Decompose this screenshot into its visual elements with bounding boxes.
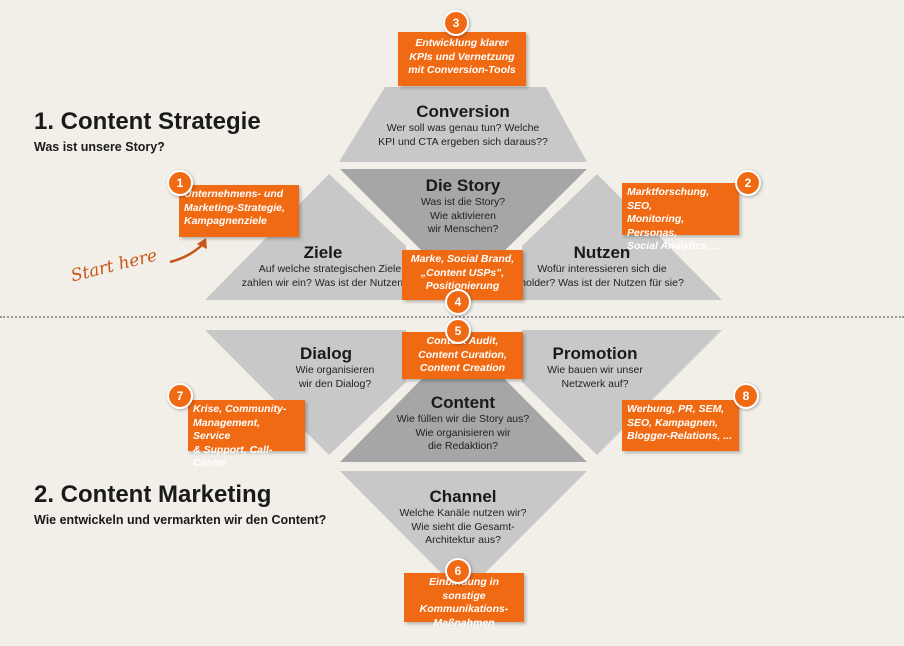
- box-7-line-1: Krise, Community-: [193, 403, 287, 415]
- box-6-line-3: Maßnahmen: [433, 616, 495, 629]
- box-3: Entwicklung klarer KPIs und Vernetzung m…: [398, 32, 526, 86]
- channel-shape: [340, 471, 587, 595]
- box-4-line-2: „Content USPs",: [420, 266, 505, 279]
- story-title: Die Story: [425, 176, 501, 195]
- box-8-line-1: Werbung, PR, SEM,: [627, 403, 725, 415]
- channel-desc-1: Welche Kanäle nutzen wir?: [399, 507, 527, 519]
- box-2-line-1: Marktforschung, SEO,: [627, 186, 710, 212]
- dialog-desc-2: wir den Dialog?: [298, 377, 372, 390]
- promotion-label: Promotion Wie bauen wir unser Netzwerk a…: [527, 344, 663, 391]
- nutzen-desc-2: holder? Was ist der Nutzen für sie?: [520, 276, 684, 289]
- box-5-line-2: Content Curation,: [418, 348, 507, 361]
- dialog-shape: [205, 330, 406, 455]
- box-1-line-1: Unternehmens- und: [184, 188, 284, 200]
- nutzen-desc-1: Wofür interessieren sich die: [537, 263, 667, 275]
- box-3-line-2: KPIs und Vernetzung: [409, 50, 515, 63]
- content-desc-3: die Redaktion?: [427, 440, 499, 452]
- badge-4: 4: [445, 289, 471, 315]
- dialog-desc-1: Wie organisieren: [295, 364, 375, 376]
- conversion-shape: [339, 87, 587, 162]
- box-4-line-1: Marke, Social Brand,: [410, 253, 515, 265]
- start-arrow: [169, 242, 205, 264]
- box-5: Content Audit, Content Curation, Content…: [402, 332, 523, 379]
- box-3-line-1: Entwicklung klarer: [415, 37, 509, 49]
- box-2-line-2: Monitoring, Personas,: [627, 213, 685, 239]
- dialog-label: Dialog Wie organisieren wir den Dialog?: [270, 344, 400, 391]
- promotion-title: Promotion: [552, 344, 638, 363]
- box-7-line-2: Management, Service: [193, 416, 261, 443]
- badge-3: 3: [443, 10, 469, 36]
- start-arrow-head: [197, 238, 207, 249]
- content-desc-2: Wie organisieren wir: [415, 426, 511, 439]
- box-6-line-2: Kommunikations-: [419, 603, 509, 615]
- nutzen-label: Nutzen Wofür interessieren sich die hold…: [492, 243, 712, 290]
- badge-6: 6: [445, 558, 471, 584]
- section2-title: 2. Content Marketing: [34, 481, 272, 508]
- content-label: Content Wie füllen wir die Story aus? Wi…: [363, 393, 563, 454]
- promotion-shape: [522, 330, 722, 455]
- badge-8: 8: [733, 383, 759, 409]
- story-desc-2: Wie aktivieren: [430, 209, 496, 222]
- content-desc-1: Wie füllen wir die Story aus?: [396, 413, 530, 425]
- box-4: Marke, Social Brand, „Content USPs", Pos…: [402, 250, 523, 300]
- section2-subtitle: Wie entwickeln und vermarkten wir den Co…: [34, 513, 327, 527]
- story-label: Die Story Was ist die Story? Wie aktivie…: [363, 176, 563, 237]
- channel-desc-2: Wie sieht die Gesamt-: [411, 520, 515, 533]
- content-shape: [340, 337, 587, 462]
- box-3-line-3: mit Conversion-Tools: [408, 64, 516, 76]
- dialog-title: Dialog: [300, 344, 352, 363]
- box-1-line-3: Kampagnenziele: [184, 215, 267, 227]
- ziele-desc-1: Auf welche strategischen Ziele: [258, 263, 402, 275]
- nutzen-title: Nutzen: [573, 243, 631, 262]
- badge-5: 5: [445, 318, 471, 344]
- section1-title: 1. Content Strategie: [34, 108, 261, 135]
- ziele-title: Ziele: [303, 243, 343, 262]
- box-8: Werbung, PR, SEM, SEO, Kampagnen, Blogge…: [622, 400, 739, 451]
- conversion-desc-1: Wer soll was genau tun? Welche: [386, 122, 540, 134]
- section-divider: [0, 316, 904, 318]
- box-2-line-3: Social Analytics, ...: [627, 240, 722, 252]
- box-4-line-3: Positionierung: [425, 280, 500, 292]
- channel-desc-3: Architektur aus?: [425, 534, 501, 546]
- conversion-label: Conversion Wer soll was genau tun? Welch…: [339, 102, 587, 149]
- box-2: Marktforschung, SEO, Monitoring, Persona…: [622, 183, 739, 252]
- badge-7: 7: [167, 383, 193, 409]
- section1-subtitle: Was ist unsere Story?: [34, 140, 165, 154]
- box-1: Unternehmens- und Marketing-Strategie, K…: [179, 185, 299, 237]
- nutzen-shape: [522, 174, 722, 300]
- ziele-label: Ziele Auf welche strategischen Ziele zah…: [215, 243, 445, 290]
- conversion-desc-2: KPI und CTA ergeben sich daraus??: [378, 135, 548, 148]
- promotion-desc-2: Netzwerk auf?: [561, 377, 629, 390]
- badge-1: 1: [167, 170, 193, 196]
- story-shape: [340, 169, 587, 292]
- box-5-line-3: Content Creation: [419, 362, 506, 374]
- box-8-line-2: SEO, Kampagnen,: [627, 416, 719, 429]
- box-8-line-3: Blogger-Relations, ...: [627, 430, 733, 442]
- box-1-line-2: Marketing-Strategie,: [184, 201, 285, 214]
- story-desc-3: wir Menschen?: [427, 223, 499, 235]
- box-7: Krise, Community- Management, Service & …: [188, 400, 305, 469]
- badge-2: 2: [735, 170, 761, 196]
- story-desc-1: Was ist die Story?: [420, 196, 506, 208]
- box-7-line-3: & Support, Call-Center: [193, 443, 273, 470]
- ziele-desc-2: zahlen wir ein? Was ist der Nutzen für: [241, 276, 419, 289]
- conversion-title: Conversion: [416, 102, 510, 121]
- channel-title: Channel: [429, 487, 497, 506]
- content-title: Content: [430, 393, 496, 412]
- ziele-shape: [205, 174, 406, 300]
- channel-label: Channel Welche Kanäle nutzen wir? Wie si…: [363, 487, 563, 548]
- promotion-desc-1: Wie bauen wir unser: [547, 364, 643, 376]
